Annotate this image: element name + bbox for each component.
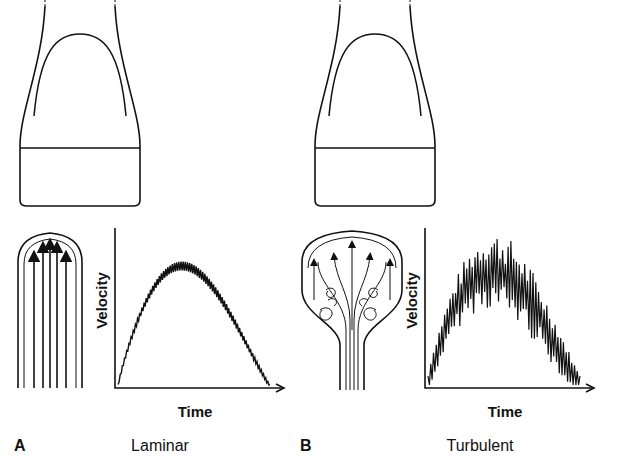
panel-letter: A [14, 438, 26, 454]
panel-title: Turbulent [447, 438, 514, 454]
transducer-a [20, 0, 140, 206]
laminar-flow [18, 233, 82, 388]
velocity-traces [118, 239, 580, 385]
transducer-b [315, 0, 435, 206]
axis-label: Time [178, 404, 213, 419]
turbulent-trace [428, 239, 580, 385]
turbulent-flow [302, 231, 402, 390]
panel-title: Laminar [131, 438, 189, 454]
graph-axes [115, 228, 594, 392]
axis-label: Velocity [93, 272, 108, 329]
axis-label: Time [488, 404, 523, 419]
laminar-trace [118, 262, 270, 385]
panel-letter: B [300, 438, 312, 454]
axis-label: Velocity [403, 272, 418, 329]
